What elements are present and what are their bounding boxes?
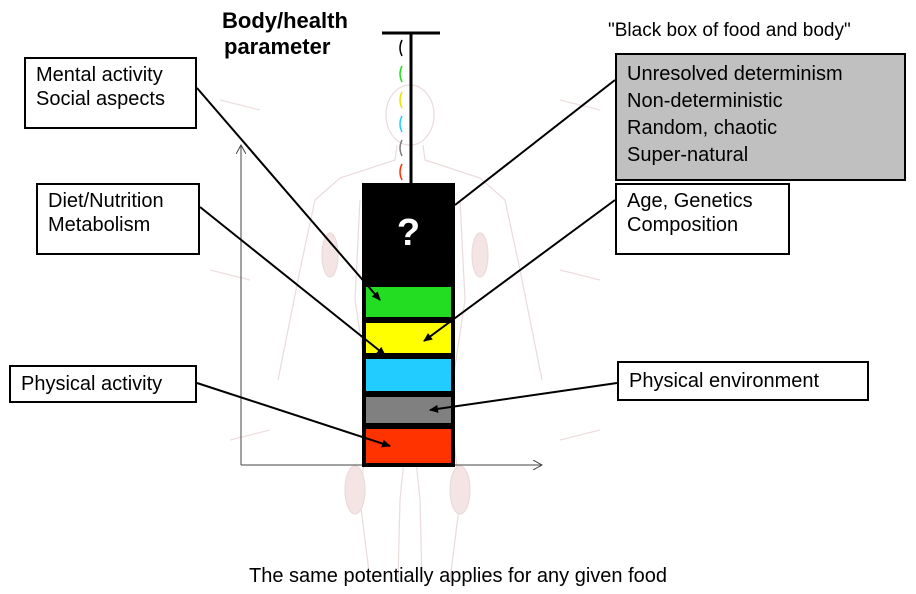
label-bb-2: Non-deterministic: [627, 90, 783, 112]
label-physical-activity: Physical activity: [21, 373, 163, 395]
segment-physical: [366, 429, 451, 463]
arrow-environment: [429, 382, 618, 413]
label-bb-3: Random, chaotic: [627, 117, 778, 139]
axis-title-line-1: Body/health: [222, 8, 348, 33]
brace-green: [399, 65, 403, 83]
label-age-1: Age, Genetics: [627, 190, 753, 212]
stacked-column: [362, 183, 455, 467]
axis-title-line-2: parameter: [224, 34, 331, 59]
box-mental: Mental activity Social aspects: [24, 57, 197, 129]
label-environment: Physical environment: [629, 370, 820, 392]
label-age-2: Composition: [627, 214, 739, 236]
arrow-black-box: [454, 79, 616, 206]
arrow-mental: [196, 87, 381, 301]
brace-grey: [399, 139, 403, 157]
label-bb-1: Unresolved determinism: [627, 63, 843, 85]
axis-title: Body/health parameter: [222, 8, 348, 60]
label-diet-1: Diet/Nutrition: [48, 190, 164, 212]
parameter-scale: [382, 31, 440, 183]
brace-blue: [399, 115, 403, 133]
black-box-segment: [362, 183, 455, 283]
box-environment: Physical environment: [617, 361, 869, 401]
arrow-physical: [196, 382, 391, 448]
segment-environment: [366, 397, 451, 423]
black-box-title: "Black box of food and body": [608, 20, 851, 41]
label-mental-2: Social aspects: [36, 88, 165, 110]
label-diet-2: Metabolism: [48, 214, 151, 236]
brace-black: [399, 39, 403, 57]
box-physical-activity: Physical activity: [9, 365, 197, 403]
unknown-mark: ?: [396, 212, 421, 254]
connectors: [196, 79, 618, 448]
label-bb-4: Super-natural: [627, 144, 749, 166]
arrow-diet: [199, 206, 386, 356]
segment-age: [366, 323, 451, 353]
segment-diet: [366, 359, 451, 391]
label-mental-1: Mental activity: [36, 64, 163, 86]
caption: The same potentially applies for any giv…: [248, 565, 668, 587]
box-age: Age, Genetics Composition: [615, 183, 790, 255]
box-black-box: Unresolved determinism Non-deterministic…: [615, 53, 906, 181]
segment-mental: [366, 287, 451, 317]
arrow-age: [423, 199, 616, 342]
brace-red: [399, 163, 403, 181]
brace-yellow: [399, 91, 403, 109]
box-diet: Diet/Nutrition Metabolism: [36, 183, 200, 255]
